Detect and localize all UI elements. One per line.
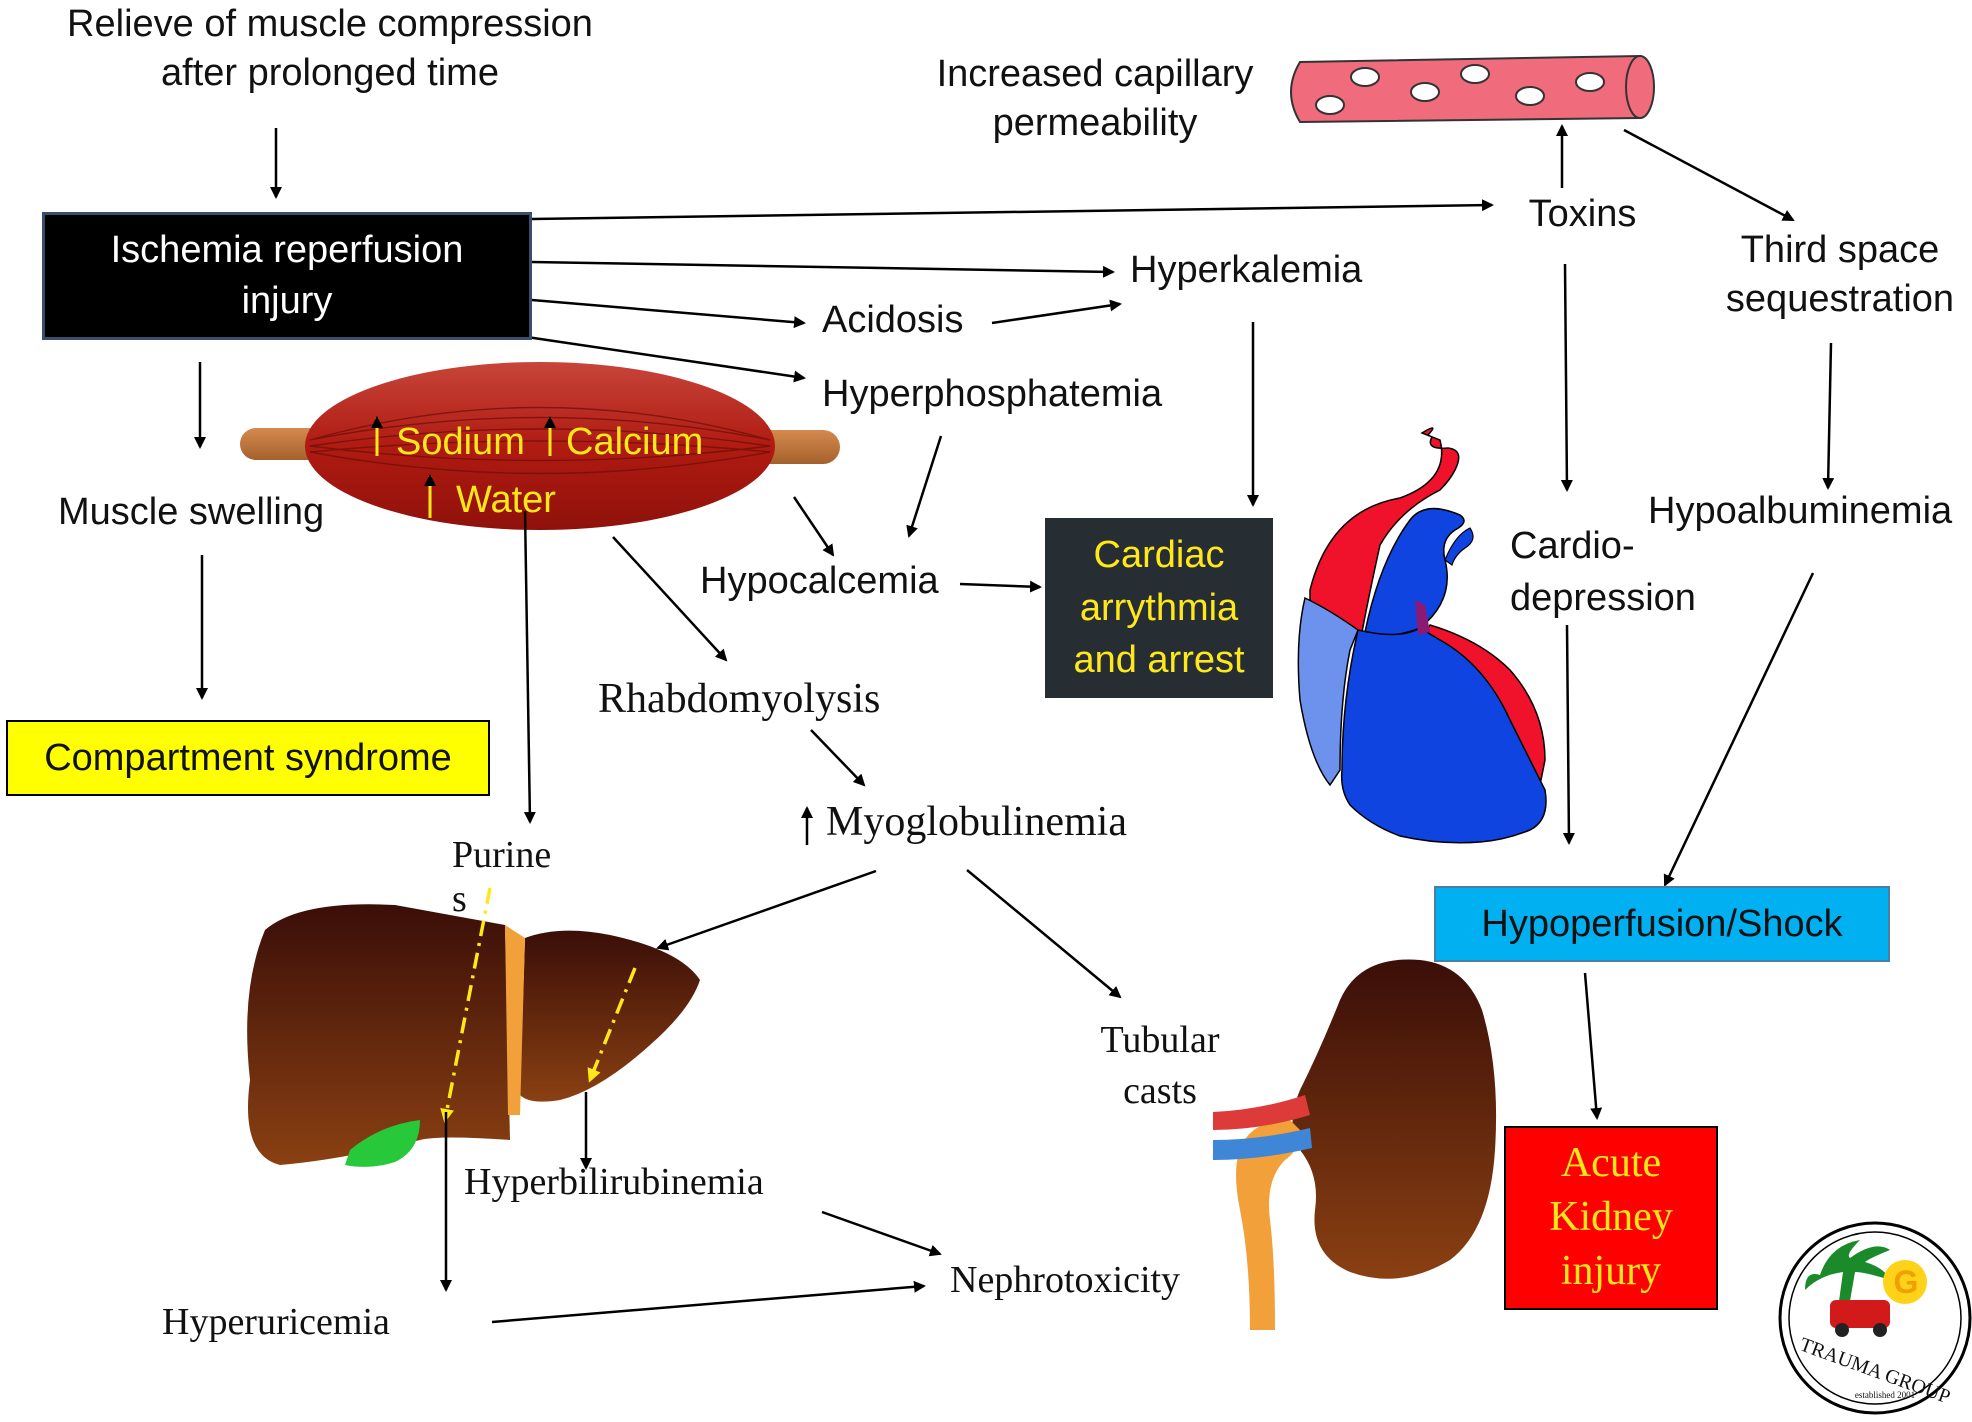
arrow-muscle-rhabdo: [612, 536, 728, 662]
box-acute-kidney-injury: Acute Kidney injury: [1504, 1126, 1718, 1310]
label-ischemia: Ischemia reperfusion injury: [110, 228, 464, 322]
flow-arrows: [194, 124, 1835, 1324]
arrow-hypocalcemia-cardiac: [959, 580, 1042, 593]
arrow-hyperphosphatemia-hypocalcemia: [906, 435, 943, 538]
label-hyperbilirubinemia: Hyperbilirubinemia: [464, 1161, 764, 1203]
label-rhabdomyolysis: Rhabdomyolysis: [598, 676, 881, 722]
arrow-muscle-purines: [523, 510, 536, 824]
label-acidosis: Acidosis: [822, 299, 964, 341]
arrow-hypoalbuminemia-hypoperfusion: [1663, 572, 1815, 887]
arrow-ischemia-hyperphosphatemia: [519, 334, 806, 383]
label-capillary-permeability: Increased capillary permeability: [936, 53, 1254, 145]
arrow-acidosis-hyperkalemia: [991, 299, 1122, 325]
logo-letter: G: [1893, 1264, 1919, 1300]
arrow-cardiodepression-hypoperfusion: [1562, 624, 1575, 845]
label-cardiac: Cardiac arrythmia and arrest: [1073, 534, 1245, 682]
muscle-label-water: Water: [456, 479, 556, 521]
box-compartment-syndrome: Compartment syndrome: [6, 720, 490, 796]
arrow-third-space-hypoalbuminemia: [1822, 342, 1835, 490]
arrow-vessel-third-space: [1623, 128, 1795, 222]
box-cardiac-arrest: Cardiac arrythmia and arrest: [1045, 518, 1273, 698]
arrow-rhabdo-myoglobulinemia: [810, 729, 866, 787]
label-acute-kidney: Acute Kidney injury: [1549, 1140, 1673, 1294]
logo-subtext: established 2001: [1854, 1390, 1916, 1400]
label-hyperphosphatemia: Hyperphosphatemia: [822, 373, 1163, 415]
muscle-label-calcium: Calcium: [566, 421, 704, 463]
label-hypocalcemia: Hypocalcemia: [700, 560, 939, 602]
heart-illustration: [1297, 427, 1547, 844]
arrow-myoglobulinemia-liver: [656, 869, 877, 951]
muscle-illustration: [240, 362, 840, 530]
trauma-group-logo: [1778, 1221, 1972, 1415]
arrow-hyperbilirubinemia-nephrotoxicity: [821, 1210, 942, 1257]
box-ischemia-reperfusion: Ischemia reperfusion injury: [42, 212, 532, 340]
label-cardiodepression: Cardio- depression: [1510, 525, 1696, 620]
label-myoglobulinemia: Myoglobulinemia: [826, 799, 1127, 845]
label-purines: Purine s: [452, 834, 552, 920]
label-toxins: Toxins: [1528, 193, 1637, 235]
arrow-hyperuricemia-nephrotoxicity: [491, 1280, 926, 1324]
label-hypoalbuminemia: Hypoalbuminemia: [1648, 490, 1953, 532]
arrow-myoglobulinemia-tubular-casts: [966, 869, 1122, 999]
arrow-ischemia-hyperkalemia: [531, 260, 1115, 278]
label-nephrotoxicity: Nephrotoxicity: [950, 1259, 1181, 1301]
label-relieve: Relieve of muscle compression after prol…: [67, 3, 593, 95]
label-third-space: Third space sequestration: [1725, 229, 1955, 321]
label-compartment: Compartment syndrome: [44, 736, 452, 779]
arrow-ischemia-toxins: [531, 199, 1494, 221]
arrow-toxins-cardiodepression: [1560, 263, 1573, 492]
box-hypoperfusion-shock: Hypoperfusion/Shock: [1434, 886, 1890, 962]
label-muscle-swelling: Muscle swelling: [58, 491, 325, 533]
muscle-label-sodium: Sodium: [396, 421, 525, 463]
label-tubular-casts: Tubular casts: [1100, 1019, 1220, 1113]
blood-vessel-illustration: [1290, 54, 1655, 124]
arrow-muscle-hypocalcemia: [792, 496, 835, 557]
label-hypoperfusion: Hypoperfusion/Shock: [1481, 902, 1843, 945]
label-hyperuricemia: Hyperuricemia: [162, 1301, 390, 1343]
liver-illustration: [247, 887, 700, 1167]
kidney-illustration: [1213, 959, 1497, 1330]
label-hyperkalemia: Hyperkalemia: [1130, 249, 1363, 291]
arrow-hypoperfusion-aki: [1583, 972, 1603, 1120]
arrow-ischemia-acidosis: [531, 298, 806, 329]
